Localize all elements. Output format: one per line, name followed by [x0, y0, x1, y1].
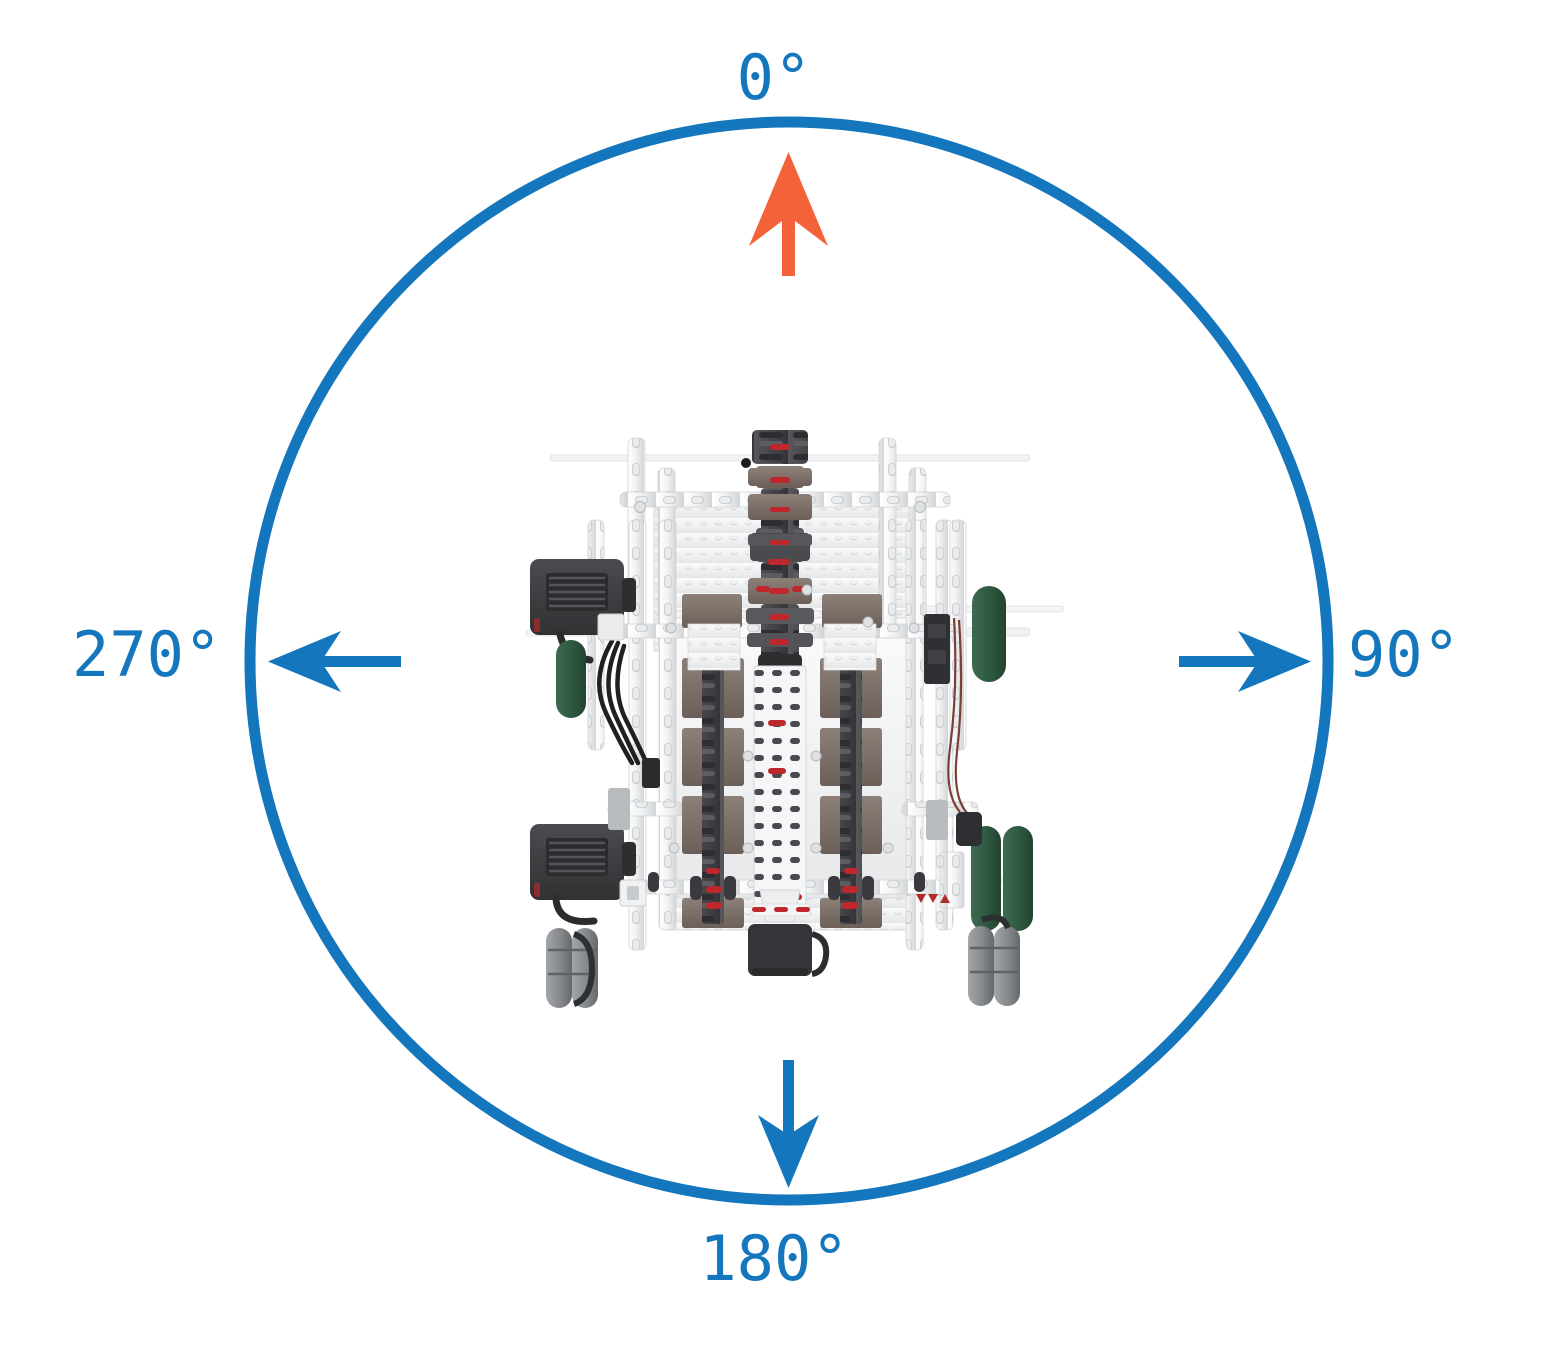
robot-motor-front-left	[530, 559, 636, 664]
label-90-degrees: 90°	[1348, 618, 1460, 691]
arrow-90-degrees	[1179, 631, 1311, 692]
arrow-270-degrees	[268, 631, 401, 692]
robot-axle-bushings	[648, 872, 925, 900]
robot-cable-bundle-left	[597, 638, 649, 766]
arrow-0-degrees	[749, 152, 828, 276]
vex-logo-mark	[916, 894, 950, 903]
label-270-degrees: 270°	[72, 618, 222, 691]
arrow-180-degrees	[758, 1060, 819, 1188]
robot-wheel-green-left	[556, 640, 586, 718]
robot-wheel-gray-left	[546, 928, 598, 1008]
robot-right-brackets	[924, 614, 982, 909]
robot-center-chain-column	[741, 430, 814, 682]
robot-left-brackets	[597, 613, 647, 907]
heading-circle	[244, 116, 1334, 1206]
robot-wire-right	[947, 617, 969, 815]
robot-left-roller-stack	[682, 594, 744, 928]
robot-right-roller-stack	[820, 594, 882, 928]
robot-cable-connector	[642, 758, 660, 788]
label-180-degrees: 180°	[699, 1222, 849, 1295]
robot-wheel-green-right-lower	[971, 826, 1033, 931]
robot-battery-block	[748, 924, 830, 977]
label-0-degrees: 0°	[736, 41, 812, 114]
vex-robot-top-view	[516, 428, 1064, 1040]
robot-screws	[634, 501, 926, 854]
robot-center-beam	[751, 665, 811, 923]
robot-wheel-green-right-upper	[972, 586, 1006, 682]
robot-wheel-gray-right	[968, 914, 1020, 1006]
robot-motor-rear-left	[530, 824, 636, 926]
